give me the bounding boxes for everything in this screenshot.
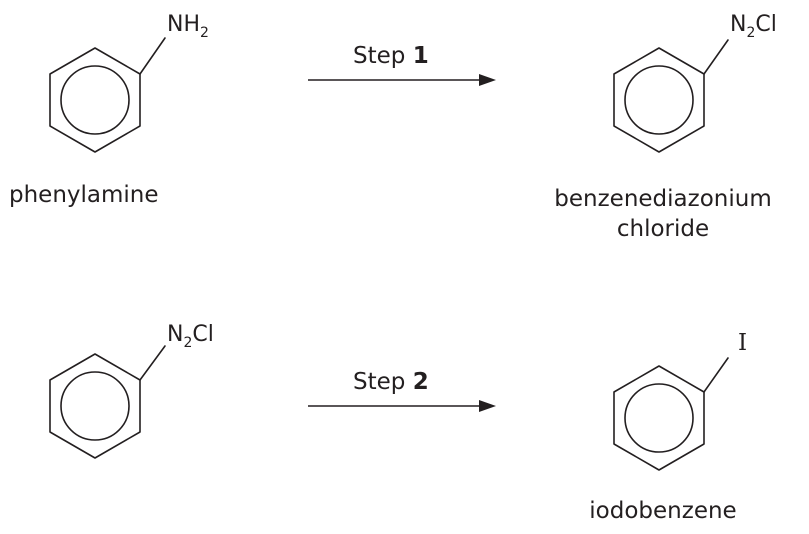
hexagon-outline: [49, 47, 141, 153]
step-1-text: Step: [353, 43, 413, 69]
aromatic-circle: [60, 371, 130, 441]
benzene-ring-benzenediazonium: [613, 39, 729, 153]
substituent-bond: [139, 345, 166, 381]
step-2-text: Step: [353, 369, 413, 395]
hexagon-outline: [49, 353, 141, 459]
step-2-number: 2: [412, 369, 429, 395]
substituent-bond: [703, 357, 729, 393]
hexagon-outline: [613, 47, 705, 153]
amine-subscript: 2: [200, 25, 209, 41]
hexagon-outline: [613, 365, 705, 471]
benzene-ring-iodobenzene: [613, 357, 729, 471]
arrow-head: [479, 400, 496, 412]
diazonium-subscript: 2: [746, 25, 756, 41]
aromatic-circle: [624, 65, 694, 135]
arrow-head: [479, 74, 496, 86]
amine-main-text: NH: [167, 12, 200, 37]
product-name-line-1: benzenediazonium: [554, 186, 772, 212]
reactant-2-n-text: N: [167, 322, 184, 347]
aromatic-circle: [624, 383, 694, 453]
reactant-2-substituent-label: N2Cl: [167, 322, 214, 351]
benzene-ring-phenylamine: [49, 37, 166, 153]
reactant-2-subscript: 2: [183, 335, 193, 351]
aromatic-circle: [60, 65, 130, 135]
iodo-substituent-label: I: [738, 330, 748, 356]
product-name-line-2: chloride: [616, 216, 710, 242]
step-2-label: Step 2: [353, 368, 429, 396]
product-name-benzenediazonium-chloride: benzenediazonium chloride: [523, 184, 803, 244]
diazonium-cl-text: Cl: [755, 12, 777, 37]
diazonium-substituent-label: N2Cl: [730, 12, 777, 41]
diazonium-n-text: N: [730, 12, 747, 37]
substituent-bond: [703, 39, 729, 75]
reactant-2-cl-text: Cl: [192, 322, 214, 347]
reaction-arrow-step-1: [308, 74, 496, 86]
substituent-bond: [139, 37, 166, 75]
step-1-label: Step 1: [353, 42, 429, 70]
reaction-arrow-step-2: [308, 400, 496, 412]
benzene-ring-reactant-2: [49, 345, 166, 459]
reactant-name-phenylamine: phenylamine: [9, 182, 159, 208]
step-1-number: 1: [412, 43, 429, 69]
product-name-iodobenzene: iodobenzene: [589, 498, 737, 524]
amine-substituent-label: NH2: [167, 12, 209, 41]
